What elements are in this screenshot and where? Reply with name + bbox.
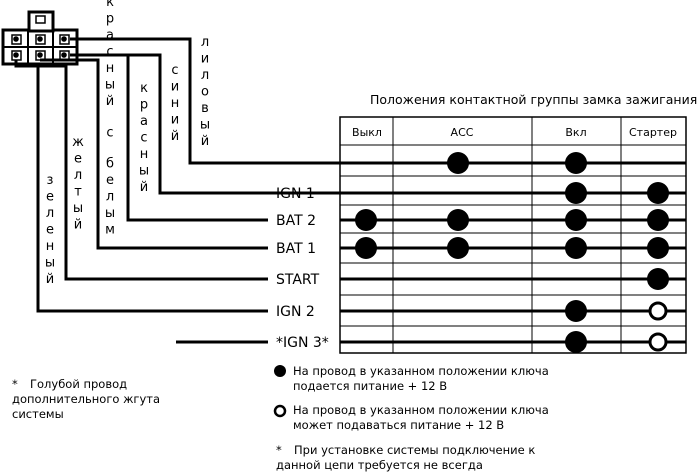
filled-dot <box>447 237 469 259</box>
state-dots <box>355 152 669 353</box>
filled-dot-note-text: На провод в указанном положении ключа по… <box>293 364 549 393</box>
wire-red <box>70 53 268 222</box>
row-label-start: START <box>276 272 320 288</box>
filled-dot <box>565 209 587 231</box>
col-header-off: Выкл <box>352 126 382 139</box>
col-header-acc: АСС <box>451 126 474 139</box>
filled-dot <box>355 237 377 259</box>
open-dot-legend-icon <box>273 404 287 418</box>
col-header-on: Вкл <box>565 126 586 139</box>
filled-dot <box>355 209 377 231</box>
filled-dot <box>447 152 469 174</box>
asterisk-note: *При установке системы подключение к дан… <box>276 443 576 473</box>
filled-dot <box>447 209 469 231</box>
wire-red-white <box>40 58 268 250</box>
filled-dot <box>565 182 587 204</box>
switch-table: Выкл АСС Вкл Стартер <box>268 116 687 354</box>
row-label-bat1: BAT 1 <box>276 241 316 257</box>
asterisk-note-text: При установке системы подключение к данн… <box>276 443 536 472</box>
row-label-bat2: BAT 2 <box>276 213 316 229</box>
asterisk-mark: * <box>276 443 282 457</box>
filled-dot <box>565 300 587 322</box>
filled-dot <box>647 237 669 259</box>
open-dot <box>648 332 668 352</box>
open-dot-note-text: На провод в указанном положении ключа мо… <box>293 403 549 432</box>
wires <box>14 37 268 344</box>
row-labels: IGN 1 BAT 2 BAT 1 START IGN 2 *IGN 3* <box>276 186 329 351</box>
wire-green <box>16 64 268 313</box>
filled-dot <box>647 182 669 204</box>
open-dot-note: На провод в указанном положении ключа мо… <box>293 403 558 433</box>
table-title: Положения контактной группы замка зажига… <box>370 92 697 107</box>
col-header-start: Стартер <box>629 126 677 139</box>
filled-dot <box>565 152 587 174</box>
wire-lilac <box>70 37 268 165</box>
connector <box>1 10 79 66</box>
filled-dot <box>647 268 669 290</box>
filled-dot <box>565 331 587 353</box>
row-label-ign2: IGN 2 <box>276 304 315 320</box>
blue-wire-note: *Голубой провод дополнительного жгута си… <box>12 377 172 422</box>
filled-dot <box>647 209 669 231</box>
wire-blue <box>70 53 268 195</box>
wire-yellow <box>14 60 268 281</box>
filled-dot-note: На провод в указанном положении ключа по… <box>293 364 558 394</box>
asterisk-mark: * <box>12 377 18 391</box>
filled-dot <box>565 237 587 259</box>
open-dot <box>648 301 668 321</box>
blue-wire-note-text: Голубой провод дополнительного жгута сис… <box>12 377 161 421</box>
row-label-ign3: *IGN 3* <box>276 335 329 351</box>
filled-dot-legend-icon <box>274 365 286 377</box>
